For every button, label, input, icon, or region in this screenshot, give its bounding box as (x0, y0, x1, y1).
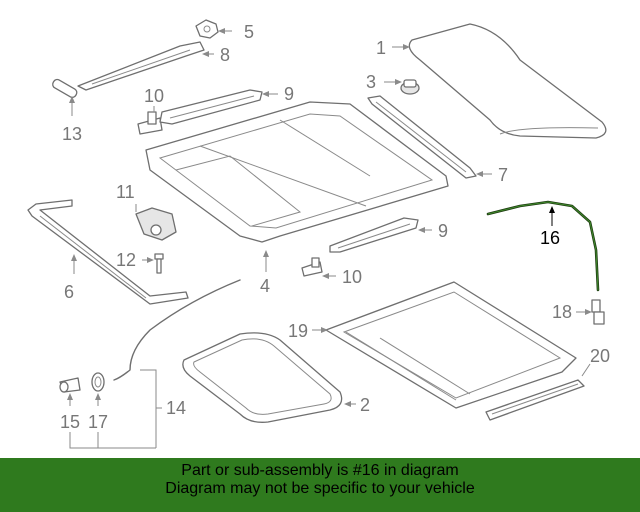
arrowhead-10b (322, 273, 329, 279)
part-9-arm-lower[interactable] (329, 217, 419, 253)
callout-9a[interactable]: 9 (284, 84, 294, 104)
callout-8[interactable]: 8 (220, 45, 230, 65)
callout-15[interactable]: 15 (60, 412, 80, 432)
arrowhead-8 (202, 51, 209, 57)
arrowhead-16 (549, 206, 555, 213)
part-4-frame[interactable] (145, 101, 449, 243)
arrowhead-13 (69, 96, 75, 103)
arrowhead-6 (71, 254, 77, 261)
part-5-clip[interactable] (195, 19, 219, 39)
part-10-bracket-upper[interactable] (137, 111, 163, 135)
part-14-cable[interactable] (113, 279, 241, 381)
part-18-connector[interactable] (591, 299, 605, 325)
leader-14 (140, 369, 157, 448)
part-17-grommet[interactable] (91, 372, 105, 392)
part-6-tray[interactable] (27, 199, 189, 305)
callout-5[interactable]: 5 (244, 22, 254, 42)
arrowhead-19 (321, 327, 328, 333)
part-9-arm-upper[interactable] (159, 89, 263, 125)
part-11-motor[interactable] (135, 207, 177, 241)
arrowhead-9a (262, 91, 269, 97)
part-19-shade[interactable] (325, 281, 577, 409)
parts-diagram: 1 3 7 5 8 13 10 (27, 19, 610, 449)
part-12-screw[interactable] (154, 253, 164, 274)
part-15-fastener[interactable] (59, 377, 81, 393)
callout-12[interactable]: 12 (116, 250, 136, 270)
callout-14[interactable]: 14 (166, 398, 186, 418)
part-7-rail[interactable] (367, 95, 477, 179)
callout-17[interactable]: 17 (88, 412, 108, 432)
banner-line-1: Part or sub-assembly is #16 in diagram (181, 462, 459, 479)
part-2-seal[interactable] (182, 332, 343, 423)
part-1-glass-panel[interactable] (408, 23, 607, 139)
callout-10b[interactable]: 10 (342, 267, 362, 287)
callout-20[interactable]: 20 (590, 346, 610, 366)
callout-9b[interactable]: 9 (438, 221, 448, 241)
callout-16[interactable]: 16 (540, 228, 560, 248)
callout-3[interactable]: 3 (366, 72, 376, 92)
part-13-plug[interactable] (51, 78, 78, 99)
arrowhead-15 (67, 393, 73, 400)
callout-2[interactable]: 2 (360, 395, 370, 415)
leader-20 (581, 363, 591, 377)
callout-11[interactable]: 11 (116, 182, 135, 202)
callout-10a[interactable]: 10 (144, 86, 164, 106)
part-10-bracket-lower[interactable] (301, 257, 323, 277)
callout-7[interactable]: 7 (498, 165, 508, 185)
banner-line-2: Diagram may not be specific to your vehi… (165, 480, 475, 497)
callout-19[interactable]: 19 (288, 321, 308, 341)
arrowhead-2 (344, 401, 351, 407)
arrowhead-18 (585, 309, 592, 315)
arrowhead-5 (218, 28, 225, 34)
info-banner: Part or sub-assembly is #16 in diagram D… (0, 458, 640, 512)
callout-13[interactable]: 13 (62, 124, 82, 144)
arrowhead-9b (418, 227, 425, 233)
part-20-strip[interactable] (485, 379, 585, 421)
leader-15-17-group (69, 432, 156, 449)
arrowhead-12 (147, 257, 154, 263)
part-16-drain-hose[interactable] (486, 200, 600, 292)
callout-6[interactable]: 6 (64, 282, 74, 302)
callout-4[interactable]: 4 (260, 276, 270, 296)
part-8-deflector-arm[interactable] (77, 41, 205, 91)
arrowhead-1 (403, 44, 410, 50)
callout-1[interactable]: 1 (376, 38, 386, 58)
arrowhead-17 (95, 393, 101, 400)
arrowhead-7 (476, 171, 483, 177)
arrowhead-3 (395, 79, 402, 85)
callout-18[interactable]: 18 (552, 302, 572, 322)
arrowhead-4 (263, 250, 269, 257)
part-3-cap[interactable] (400, 79, 420, 95)
